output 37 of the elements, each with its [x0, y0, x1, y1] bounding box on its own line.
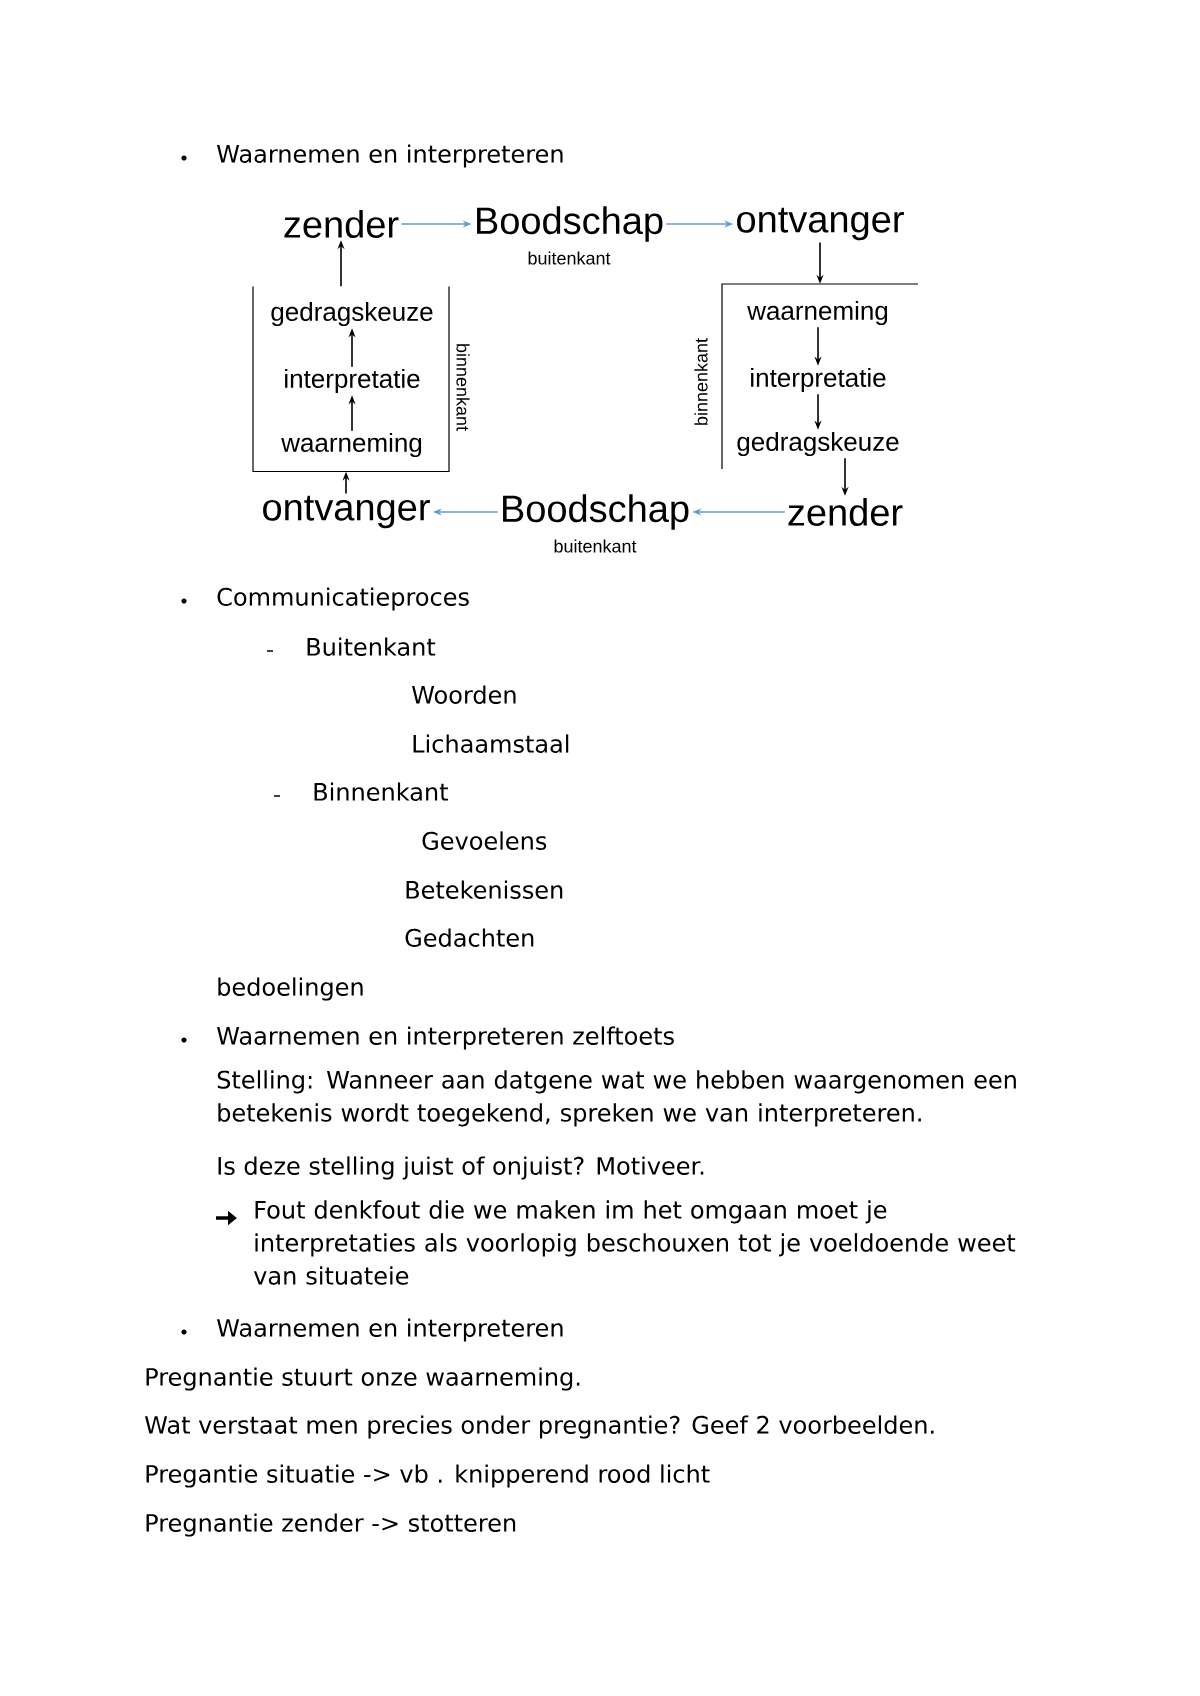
text-line: Pregnantie stuurt onze waarneming. — [146, 1367, 580, 1391]
text-line: Binnenkant — [314, 782, 448, 801]
text-line: Woorden — [412, 685, 516, 704]
text-line: Pregantie situatie -> vb . knipperend rood licht — [146, 1464, 710, 1488]
side-label: buitenkant — [528, 251, 611, 265]
step-label: interpretatie — [751, 367, 886, 393]
side-label: binnenkant — [456, 344, 470, 431]
step-label: interpretatie — [285, 368, 420, 394]
text-line: Buitenkant — [307, 637, 436, 656]
text-line: bedoelingen — [218, 977, 363, 1001]
text-line: Waarnemen en interpreteren zelftoets — [217, 1026, 674, 1050]
text-line: Gedachten — [405, 928, 534, 947]
text-line: Waarnemen en interpreteren — [217, 1318, 563, 1342]
bracket-frame — [721, 283, 919, 470]
text-line: Gevoelens — [422, 831, 547, 850]
word-label: ontvanger — [263, 495, 430, 529]
step-label: waarneming — [747, 300, 888, 326]
paragraph: Stelling: Wanneer aan datgene wat we hebben waargenomen een betekenis wordt toegekend, spreken we van interpreteren. — [217, 1070, 1016, 1127]
step-label: gedragskeuze — [737, 431, 899, 457]
text-line: Pregnantie zender -> stotteren — [146, 1513, 516, 1537]
word-label: zender — [788, 498, 903, 526]
step-label: gedragskeuze — [271, 301, 433, 327]
step-label: waarneming — [281, 432, 422, 458]
text-line: Communicatieproces — [217, 587, 469, 611]
word-label: ontvanger — [737, 207, 904, 241]
text-line: Waarnemen en interpreteren — [217, 144, 563, 168]
text-line: Lichaamstaal — [413, 734, 569, 753]
word-label: Boodschap — [503, 494, 689, 530]
word-label: Boodschap — [477, 206, 663, 242]
text-line: Is deze stelling juist of onjuist? Motiveer. — [218, 1156, 704, 1180]
paragraph: Fout denkfout die we maken im het omgaan moet je interpretaties als voorlopig beschouxen tot je voeldoende weet van situateie — [253, 1200, 1016, 1285]
bracket-frame — [252, 285, 450, 473]
side-label: binnenkant — [694, 338, 708, 425]
text-line: Wat verstaat men precies onder pregnantie? Geef 2 voorbeelden. — [145, 1415, 934, 1439]
text-line: Betekenissen — [406, 880, 563, 899]
side-label: buitenkant — [554, 539, 637, 553]
word-label: zender — [284, 210, 399, 238]
